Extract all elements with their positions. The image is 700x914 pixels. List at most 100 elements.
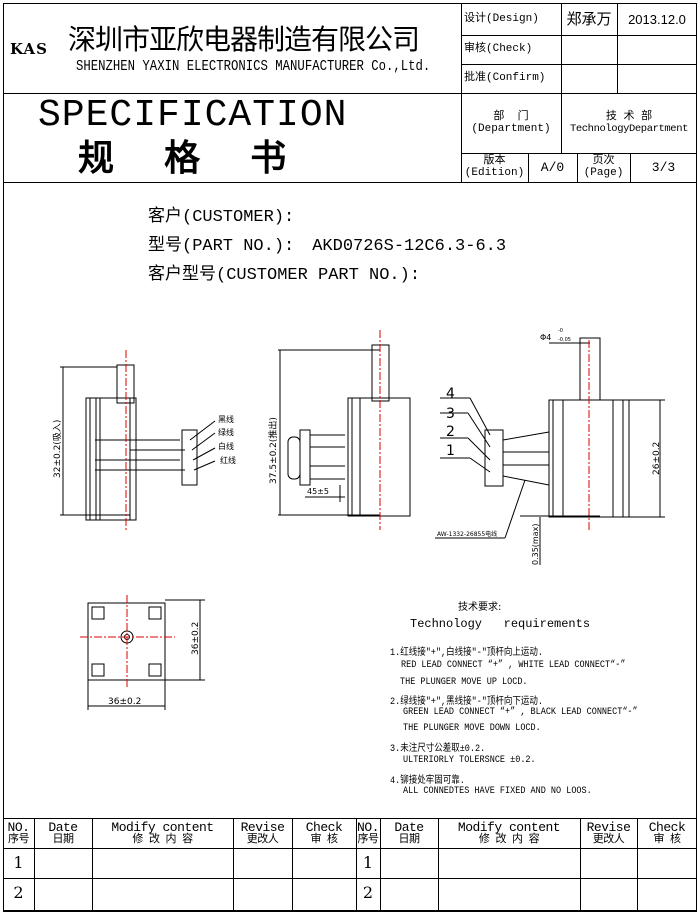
requirements-title-en: Technology requirements (410, 617, 591, 631)
edition-label-cn: 版本 (483, 154, 506, 167)
company-logo: KAS (10, 40, 48, 58)
header-en: Date (394, 819, 424, 835)
wire-red-label: 红线 (220, 455, 236, 465)
row-number: 1 (13, 852, 24, 872)
header-cn: 审 核 (653, 833, 681, 846)
header-cn: 序号 (8, 833, 30, 846)
confirm-label: 批准(Confirm) (464, 72, 546, 85)
design-label: 设计(Design) (464, 12, 539, 25)
requirement-line: THE PLUNGER MOVE UP LOCD. (400, 677, 528, 688)
dim-phi-tol: -0.05 (558, 337, 571, 343)
department-value-cn: 技 术 部 (605, 111, 653, 124)
header-cn: 日期 (398, 833, 421, 846)
front-view: 32±0.2(吸入) 黑线 绿线 白线 红线 (52, 350, 236, 530)
part-no-line: 型号(PART NO.):AKD0726S-12C6.3-6.3 (148, 237, 506, 257)
header-en: Revise (240, 819, 285, 835)
design-date: 2013.12.0 (628, 11, 686, 27)
pin-2: 2 (446, 424, 455, 440)
header-cn: 修 改 内 容 (132, 833, 193, 846)
header-cn: 更改人 (246, 833, 279, 846)
table-divider (380, 818, 381, 911)
dim-gap: 0.35(max) (531, 524, 540, 565)
designer-name: 郑承万 (566, 9, 612, 28)
dim-phi-tol-upper: -0 (558, 328, 563, 334)
wire-black-label: 黑线 (218, 414, 234, 424)
header-en: Check (648, 819, 686, 835)
dim-lead-length: 45±5 (307, 487, 329, 496)
header-cn: 修 改 内 容 (478, 833, 540, 846)
requirement-line: 1.红线接"+",白线接"-"顶杆向上运动. (390, 648, 544, 659)
page-value: 3/3 (651, 159, 676, 175)
row-number: 2 (362, 882, 374, 902)
pin-4: 4 (446, 386, 455, 402)
header-en: NO. (7, 819, 30, 835)
department-label-cn: 部 门 (493, 110, 529, 123)
dim-phi: Φ4 (540, 333, 551, 342)
table-divider (580, 818, 581, 911)
table-divider (92, 818, 93, 911)
spec-title-en: SPECIFICATION (38, 94, 348, 137)
dim-height-in: 32±0.2(吸入) (52, 420, 63, 478)
dim-height-out: 37.5±0.2(推出) (267, 417, 279, 484)
wire-white-label: 白线 (218, 441, 234, 451)
row-number: 1 (362, 852, 374, 872)
table-divider (34, 818, 35, 911)
edition-label: 版本 (Edition) (461, 153, 528, 182)
table-divider (3, 878, 697, 879)
table-divider (637, 818, 638, 911)
right-view: 4 3 2 1 Φ4 -0 -0.05 26±0.2 AW-1332-26855… (435, 328, 665, 565)
customer-label: 客户(CUSTOMER): (148, 208, 295, 227)
requirement-line: ALL CONNEDTES HAVE FIXED AND NO LOOS. (403, 786, 592, 797)
header-cn: 更改人 (592, 833, 625, 846)
table-divider (292, 818, 293, 911)
page-label-en: (Page) (583, 166, 624, 179)
table-divider (3, 818, 697, 819)
header-en: Modify content (111, 819, 214, 835)
department-value: 技 术 部 TechnologyDepartment (561, 94, 697, 153)
dim-36-horizontal: 36±0.2 (108, 697, 141, 707)
company-name-cn: 深圳市亚欣电器制造有限公司 (68, 23, 420, 56)
part-no-value: AKD0726S-12C6.3-6.3 (312, 237, 507, 256)
table-divider (3, 911, 697, 912)
header-en: Date (48, 819, 78, 835)
customer-part-label: 客户型号(CUSTOMER PART NO.): (148, 266, 421, 285)
requirements-title-cn: 技术要求: (458, 602, 502, 613)
requirement-line: THE PLUNGER MOVE DOWN LOCD. (403, 723, 541, 734)
department-label-en: (Department) (471, 122, 551, 135)
dim-36-vertical: 36±0.2 (191, 622, 201, 655)
header-cn: 序号 (357, 833, 380, 846)
wire-green-label: 绿线 (218, 427, 234, 437)
requirement-line: 2.绿线接"+",黑线接"-"顶杆向下运动. (390, 697, 544, 708)
header-en: NO. (357, 819, 379, 835)
row-number: 2 (13, 882, 24, 902)
dim-26: 26±0.2 (652, 442, 662, 475)
requirement-line: ULTERIORLY TOLERSNCE ±0.2. (403, 755, 536, 766)
page-border (3, 3, 697, 911)
table-divider (3, 848, 697, 849)
header-cn: 审 核 (310, 833, 338, 846)
wire-spec-label: AW-1332-26855电线 (437, 530, 497, 538)
header-en: Revise (586, 819, 631, 835)
table-divider (356, 818, 357, 911)
department-value-en: TechnologyDepartment (569, 122, 689, 135)
header-en: Modify content (457, 819, 561, 835)
pin-1: 1 (446, 443, 455, 459)
side-view: 37.5±0.2(推出) 45±5 (267, 330, 411, 530)
requirement-line: GREEN LEAD CONNECT “+” , BLACK LEAD CONN… (403, 707, 638, 718)
department-label: 部 门 (Department) (461, 94, 561, 153)
header-no: NO.序号 (3, 819, 34, 848)
requirement-line: 3.未注尺寸公差取±0.2. (390, 744, 486, 755)
check-label: 审核(Check) (464, 43, 533, 56)
header-cn: 日期 (52, 833, 75, 846)
spec-title-cn: 规 格 书 (78, 138, 287, 179)
requirement-line: RED LEAD CONNECT “+” , WHITE LEAD CONNEC… (401, 660, 626, 671)
page-label: 页次 (Page) (577, 153, 630, 182)
header-en: Check (305, 819, 343, 835)
